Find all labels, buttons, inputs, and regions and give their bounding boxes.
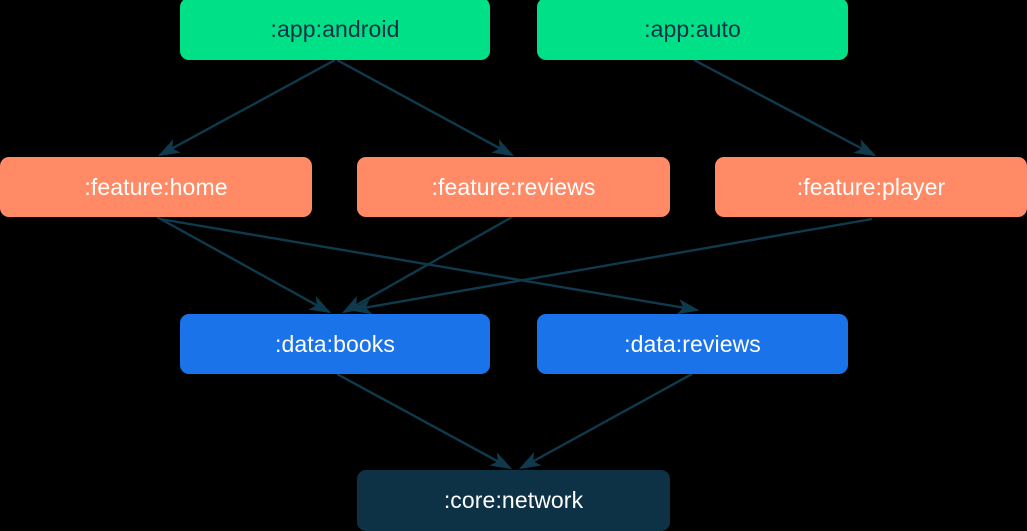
node-app-android[interactable]: :app:android bbox=[180, 0, 490, 60]
node-data-reviews[interactable]: :data:reviews bbox=[537, 314, 848, 374]
edges-group bbox=[156, 58, 877, 470]
node-label-app-auto: :app:auto bbox=[644, 15, 741, 42]
edge-feature-player-to-data-books bbox=[349, 217, 873, 315]
edge-data-reviews-to-core-network bbox=[518, 372, 693, 470]
node-core-network[interactable]: :core:network bbox=[357, 470, 670, 531]
node-feature-reviews[interactable]: :feature:reviews bbox=[357, 157, 670, 217]
node-label-feature-player: :feature:player bbox=[796, 173, 946, 200]
edge-app-android-to-feature-reviews bbox=[336, 58, 515, 157]
node-label-feature-home: :feature:home bbox=[84, 173, 228, 200]
node-label-app-android: :app:android bbox=[270, 15, 400, 42]
node-feature-player[interactable]: :feature:player bbox=[715, 157, 1027, 217]
edge-feature-home-to-data-reviews bbox=[159, 217, 700, 315]
edge-app-auto-to-feature-player bbox=[693, 58, 877, 157]
node-feature-home[interactable]: :feature:home bbox=[0, 157, 312, 217]
edge-feature-home-to-data-books bbox=[156, 215, 332, 314]
node-label-feature-reviews: :feature:reviews bbox=[431, 173, 596, 200]
node-data-books[interactable]: :data:books bbox=[180, 314, 490, 374]
node-label-data-reviews: :data:reviews bbox=[624, 330, 761, 357]
node-label-core-network: :core:network bbox=[443, 487, 584, 513]
node-label-data-books: :data:books bbox=[274, 330, 396, 357]
node-app-auto[interactable]: :app:auto bbox=[537, 0, 848, 60]
edge-feature-reviews-to-data-books bbox=[341, 215, 513, 314]
edge-data-books-to-core-network bbox=[336, 372, 513, 470]
edge-app-android-to-feature-home bbox=[157, 58, 336, 157]
